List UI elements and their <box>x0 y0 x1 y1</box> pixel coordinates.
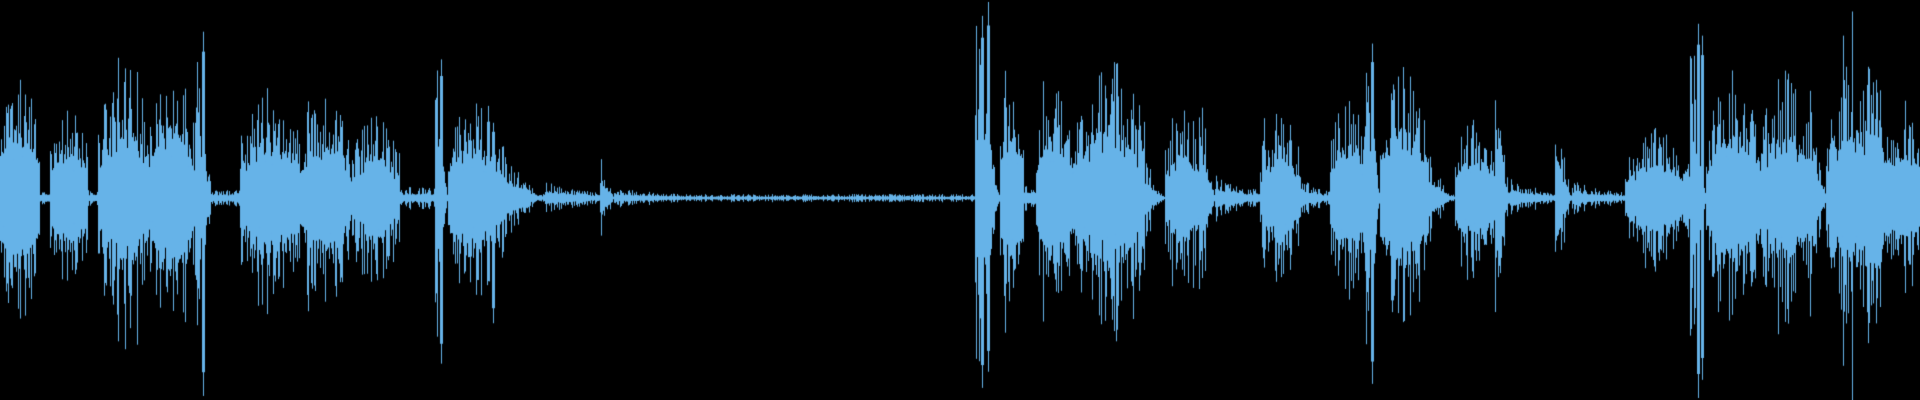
waveform-viewer[interactable]: Audio Waveform <box>0 0 1920 400</box>
audio-waveform-canvas[interactable] <box>0 0 1920 400</box>
